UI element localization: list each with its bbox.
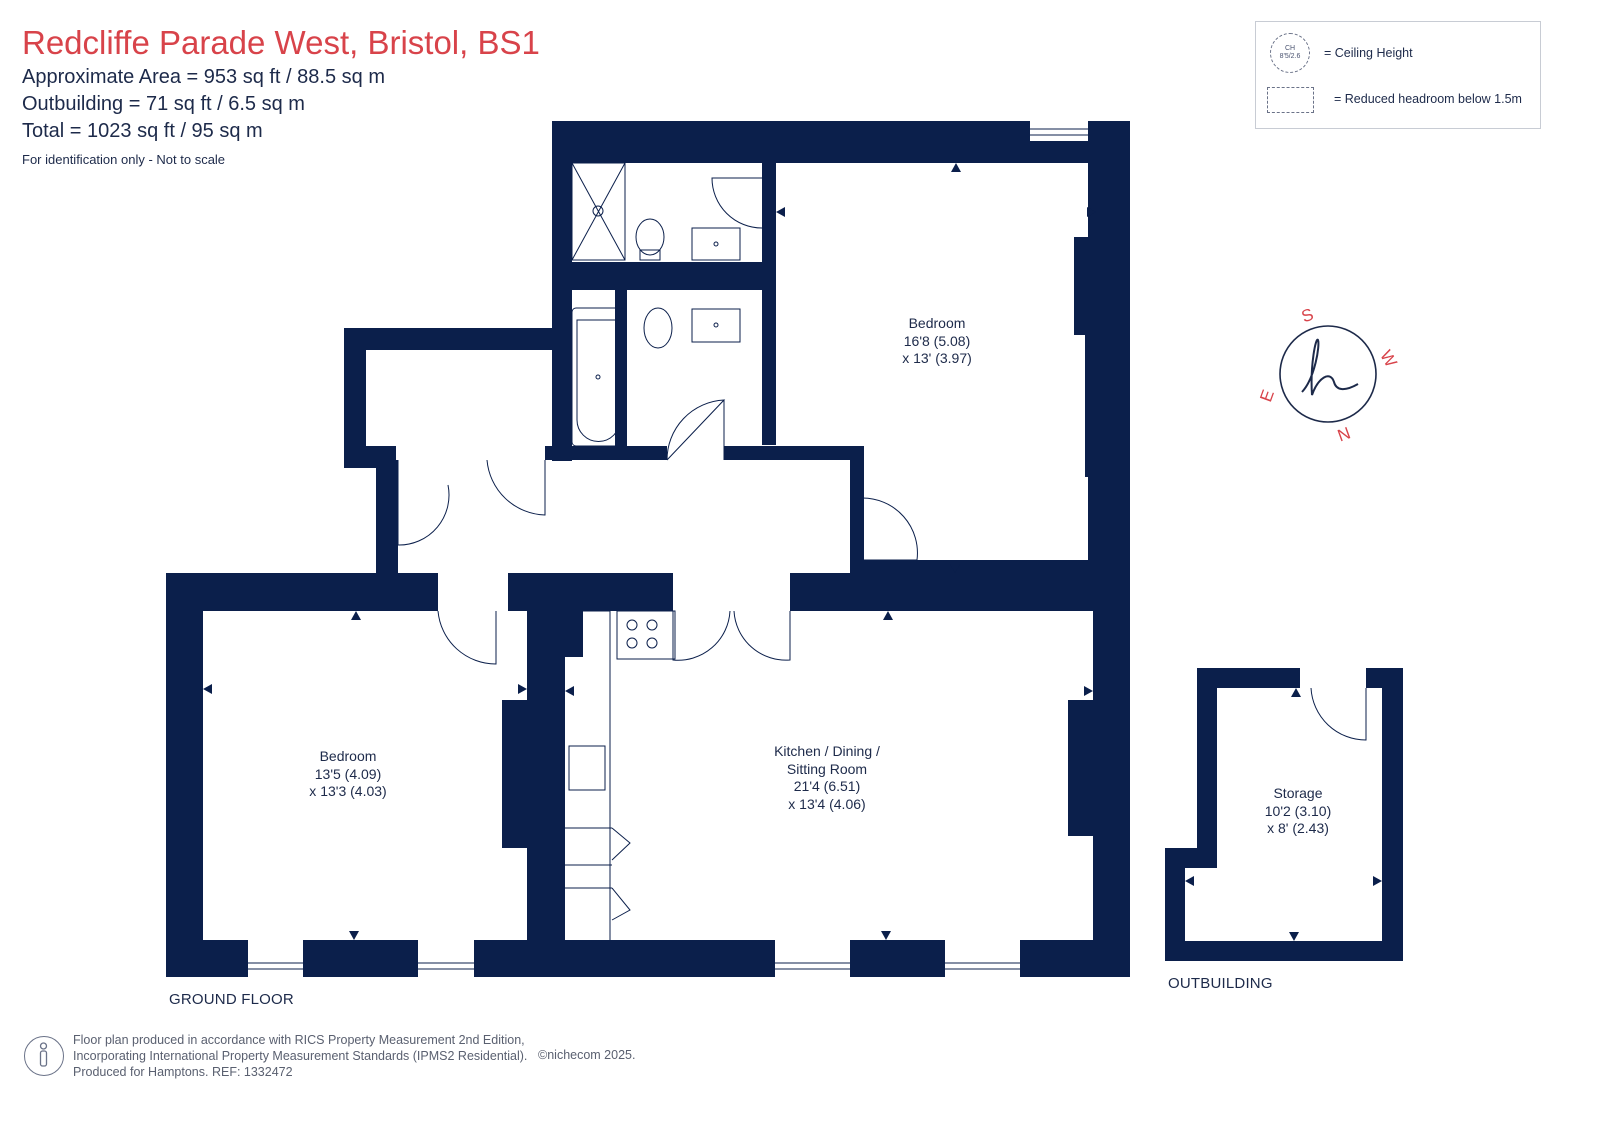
footer-line-1: Floor plan produced in accordance with R… — [73, 1033, 525, 1047]
ceiling-icon-text: CH — [1284, 45, 1296, 52]
person-icon-glyph — [39, 1042, 48, 1067]
footer-notes: Floor plan produced in accordance with R… — [73, 1032, 527, 1080]
room-storage: Storage 10'2 (3.10) x 8' (2.43) — [1265, 785, 1332, 838]
compass — [1279, 325, 1377, 423]
room-name: Kitchen / Dining / — [774, 743, 880, 759]
room-dim: 21'4 (6.51) — [793, 778, 861, 794]
ground-floor-label: GROUND FLOOR — [169, 991, 294, 1008]
legend-box — [1255, 21, 1541, 129]
room-bedroom-1: Bedroom 16'8 (5.08) x 13' (3.97) — [902, 315, 972, 368]
window-lines — [248, 128, 1088, 970]
property-title: Redcliffe Parade West, Bristol, BS1 — [22, 24, 540, 61]
room-dim: x 13' (3.97) — [902, 350, 972, 366]
room-name: Sitting Room — [786, 760, 868, 777]
person-icon — [24, 1036, 64, 1076]
room-dim: x 8' (2.43) — [1267, 820, 1329, 836]
room-bedroom-2: Bedroom 13'5 (4.09) x 13'3 (4.03) — [309, 748, 386, 801]
room-name: Bedroom — [319, 748, 377, 764]
dimension-arrows — [203, 163, 1382, 941]
outbuilding-label: OUTBUILDING — [1168, 975, 1273, 992]
ceiling-icon-sub: 8'5/2.6 — [1279, 53, 1301, 60]
room-name: Bedroom — [908, 315, 966, 331]
total-area: Total = 1023 sq ft / 95 sq m — [22, 120, 263, 142]
footer-line-2: Incorporating International Property Mea… — [73, 1049, 528, 1063]
footer-line-3: Produced for Hamptons. REF: 1332472 — [73, 1065, 293, 1079]
ceiling-height-icon: CH 8'5/2.6 — [1270, 33, 1310, 73]
fixtures — [565, 162, 741, 940]
door-swings — [397, 177, 1367, 921]
reduced-headroom-icon — [1267, 87, 1314, 113]
walls — [166, 121, 1403, 977]
legend-reduced-headroom: = Reduced headroom below 1.5m — [1334, 92, 1522, 106]
identification-note: For identification only - Not to scale — [22, 152, 226, 167]
approx-area: Approximate Area = 953 sq ft / 88.5 sq m — [22, 66, 385, 88]
room-kitchen: Kitchen / Dining / Sitting Room 21'4 (6.… — [774, 743, 880, 813]
room-dim: 13'5 (4.09) — [314, 765, 382, 782]
room-dim: x 13'4 (4.06) — [788, 795, 866, 812]
outbuilding-area: Outbuilding = 71 sq ft / 6.5 sq m — [22, 93, 305, 115]
footer-copyright: ©nichecom 2025. — [538, 1048, 636, 1062]
room-name: Storage — [1273, 785, 1323, 801]
room-dim: x 13'3 (4.03) — [309, 783, 387, 799]
room-dim: 10'2 (3.10) — [1264, 802, 1332, 819]
room-dim: 16'8 (5.08) — [903, 332, 971, 349]
legend-ceiling-height: = Ceiling Height — [1324, 46, 1413, 60]
